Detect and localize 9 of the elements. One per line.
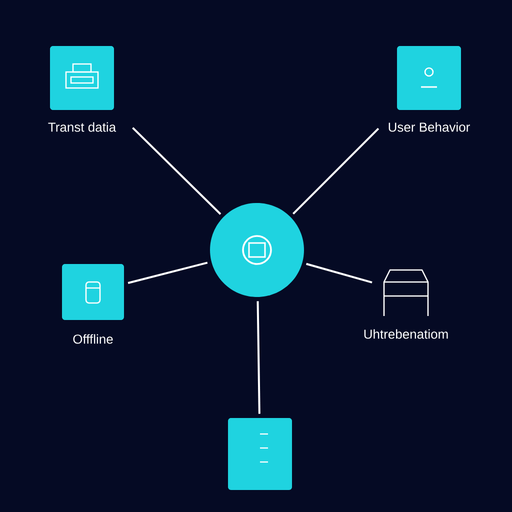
node-label: Transt datia [48,122,116,132]
connector-line [306,262,372,284]
connector-line [256,301,260,414]
connector-line [132,127,222,215]
node-label: Uhtrebenatiom [364,329,448,339]
node-label: User Behavior [388,122,470,132]
connector-line [128,262,208,284]
connector-line [292,128,380,214]
node-label: Offfline [73,334,113,344]
